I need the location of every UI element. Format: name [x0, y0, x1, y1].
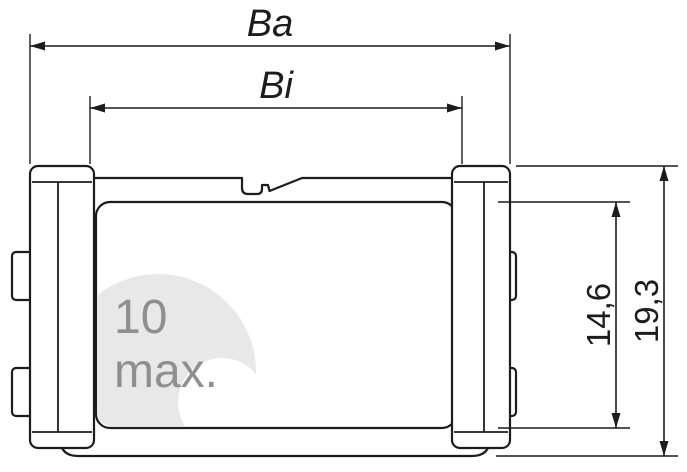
inner-height-label: 14,6	[580, 283, 617, 347]
brand-watermark-bite	[178, 358, 266, 426]
ba-arrowhead-left	[30, 41, 45, 51]
bi-arrowhead-left	[90, 103, 105, 113]
chain-link-body: 10 max.	[10, 164, 518, 458]
inner-height-arrowhead-bottom	[611, 413, 621, 428]
dimension-ba: Ba	[29, 3, 511, 164]
bi-arrowhead-right	[447, 103, 462, 113]
dimension-bi: Bi	[89, 65, 463, 164]
ba-arrowhead-right	[495, 41, 510, 51]
dimension-inner-height: 14,6	[498, 201, 630, 429]
max-diameter-unit: max.	[114, 345, 218, 398]
mounting-bracket-right	[450, 164, 512, 450]
mounting-bracket-left	[28, 164, 96, 450]
ba-label: Ba	[247, 3, 293, 45]
max-diameter-value: 10	[114, 291, 167, 344]
inner-height-arrowhead-top	[611, 202, 621, 217]
dimension-outer-height: 19,3	[496, 165, 678, 457]
outer-height-arrowhead-bottom	[659, 441, 669, 456]
max-diameter-note: 10 max.	[114, 291, 218, 398]
watermark	[98, 274, 266, 426]
outer-height-arrowhead-top	[659, 166, 669, 181]
outer-height-label: 19,3	[628, 279, 665, 343]
bi-label: Bi	[259, 65, 294, 107]
